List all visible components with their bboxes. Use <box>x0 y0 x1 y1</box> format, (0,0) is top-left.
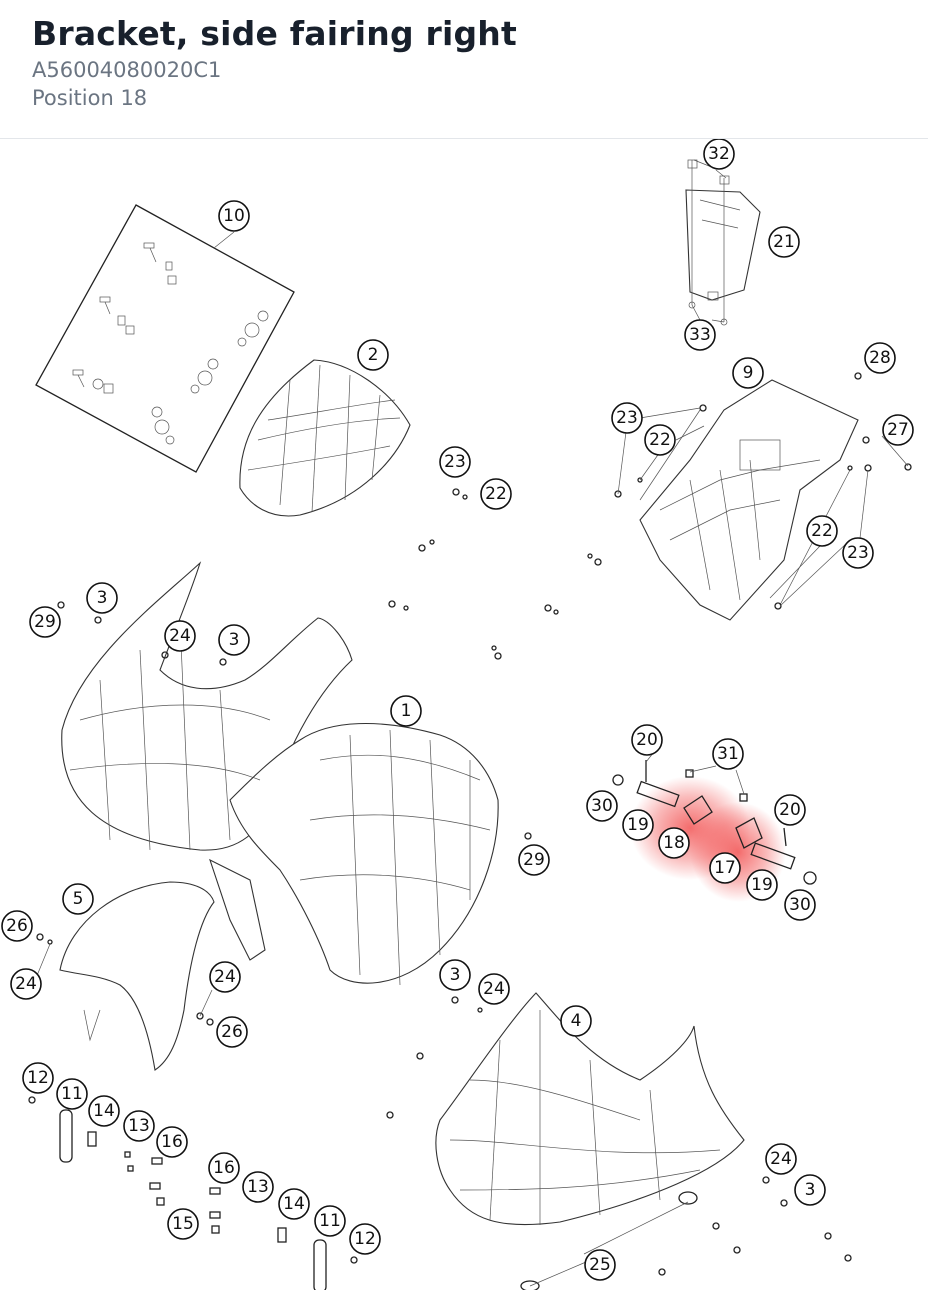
callout-label-22[interactable]: 22 <box>485 484 507 504</box>
callout-label-25[interactable]: 25 <box>589 1255 611 1275</box>
part-10-hardware-kit <box>35 204 295 473</box>
callout-label-29[interactable]: 29 <box>34 612 56 632</box>
callout-label-16[interactable]: 16 <box>213 1158 235 1178</box>
callout-label-24[interactable]: 24 <box>214 967 236 987</box>
callout-label-2[interactable]: 2 <box>368 345 379 365</box>
callout-label-12[interactable]: 12 <box>27 1068 49 1088</box>
callout-label-31[interactable]: 31 <box>717 744 739 764</box>
callout-label-20[interactable]: 20 <box>636 730 658 750</box>
callout-label-29[interactable]: 29 <box>523 850 545 870</box>
parts-11-16-hardware <box>28 1096 358 1293</box>
callout-label-3[interactable]: 3 <box>97 588 108 608</box>
callout-label-16[interactable]: 16 <box>161 1132 183 1152</box>
callout-label-18[interactable]: 18 <box>663 833 685 853</box>
callout-label-11[interactable]: 11 <box>319 1211 341 1231</box>
part-5-front-fender <box>59 881 215 1071</box>
part-1-main-fairing <box>61 561 499 986</box>
callout-label-3[interactable]: 3 <box>805 1180 816 1200</box>
part-number: A56004080020C1 <box>32 58 222 82</box>
page-header: Bracket, side fairing right A56004080020… <box>0 0 928 139</box>
callout-label-23[interactable]: 23 <box>616 408 638 428</box>
callout-label-19[interactable]: 19 <box>751 875 773 895</box>
callout-label-1[interactable]: 1 <box>401 701 412 721</box>
callout-label-24[interactable]: 24 <box>483 979 505 999</box>
exploded-parts-diagram: 32 21 33 10 2 28 9 23 27 22 23 22 22 23 … <box>0 138 928 1293</box>
leader-lines <box>35 159 909 1287</box>
callout-label-3[interactable]: 3 <box>450 965 461 985</box>
callout-label-4[interactable]: 4 <box>571 1011 582 1031</box>
callout-label-24[interactable]: 24 <box>15 974 37 994</box>
callout-label-3[interactable]: 3 <box>229 630 240 650</box>
callout-label-32[interactable]: 32 <box>708 144 730 164</box>
callout-label-13[interactable]: 13 <box>128 1116 150 1136</box>
callout-label-14[interactable]: 14 <box>93 1101 115 1121</box>
callout-label-17[interactable]: 17 <box>714 858 736 878</box>
callout-label-9[interactable]: 9 <box>743 363 754 383</box>
callout-label-26[interactable]: 26 <box>6 916 28 936</box>
callout-label-5[interactable]: 5 <box>73 889 84 909</box>
callout-label-13[interactable]: 13 <box>247 1177 269 1197</box>
callout-label-30[interactable]: 30 <box>789 895 811 915</box>
part-21-upper-bracket <box>685 159 761 326</box>
callout-label-23[interactable]: 23 <box>444 452 466 472</box>
callout-label-20[interactable]: 20 <box>779 800 801 820</box>
callout-label-26[interactable]: 26 <box>221 1022 243 1042</box>
misc-fasteners <box>36 372 912 1292</box>
callout-label-11[interactable]: 11 <box>61 1084 83 1104</box>
part-17-18-bracket-assembly <box>612 760 817 885</box>
part-4-belly-pan <box>435 992 745 1226</box>
page-title: Bracket, side fairing right <box>32 14 517 53</box>
callout-circles <box>1 138 914 1281</box>
callout-label-15[interactable]: 15 <box>172 1214 194 1234</box>
position-label: Position 18 <box>32 86 148 110</box>
callout-label-12[interactable]: 12 <box>354 1229 376 1249</box>
callout-label-33[interactable]: 33 <box>689 325 711 345</box>
callout-label-30[interactable]: 30 <box>591 796 613 816</box>
callout-label-24[interactable]: 24 <box>770 1149 792 1169</box>
callout-label-14[interactable]: 14 <box>283 1194 305 1214</box>
callout-label-10[interactable]: 10 <box>223 206 245 226</box>
callout-label-21[interactable]: 21 <box>773 232 795 252</box>
part-2-windshield <box>239 359 411 517</box>
part-9-rear-frame <box>639 379 859 621</box>
callout-label-22[interactable]: 22 <box>811 521 833 541</box>
callout-label-28[interactable]: 28 <box>869 348 891 368</box>
callout-label-19[interactable]: 19 <box>627 815 649 835</box>
callout-label-24[interactable]: 24 <box>169 626 191 646</box>
callout-label-22[interactable]: 22 <box>649 430 671 450</box>
callout-label-23[interactable]: 23 <box>847 543 869 563</box>
callout-label-27[interactable]: 27 <box>887 420 909 440</box>
